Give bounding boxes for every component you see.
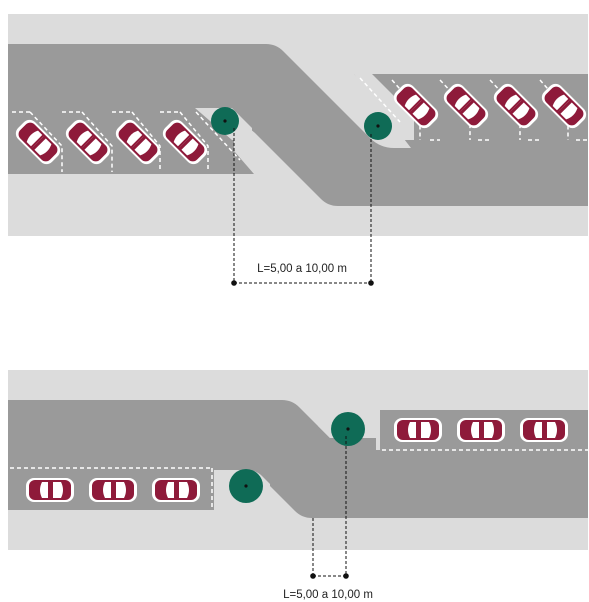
dimension-label-1: L=5,00 a 10,00 m [257, 263, 347, 275]
dimension-endpoint [368, 280, 374, 286]
diagram-angled-parking: L=5,00 a 10,00 m [8, 14, 589, 286]
tree-icon [229, 469, 263, 503]
car-icon [152, 478, 200, 502]
tree-icon [331, 412, 365, 446]
dimension-endpoint [310, 573, 316, 579]
parking-lines-left-1 [12, 111, 241, 172]
tree-icon [211, 107, 239, 135]
car-icon [457, 418, 505, 442]
car-icon [520, 418, 568, 442]
diagram-parallel-parking: L=5,00 a 10,00 m [8, 370, 588, 601]
dimension-label-bg [239, 259, 365, 277]
parking-lines-left-2 [10, 467, 213, 508]
dimension-endpoint [343, 573, 349, 579]
curb-extension-right-1 [354, 74, 414, 140]
dimension-lines-2 [312, 436, 347, 577]
car-icon [89, 478, 137, 502]
car-icon [394, 418, 442, 442]
dimension-endpoint [231, 280, 237, 286]
car-icon [26, 478, 74, 502]
tree-icon [364, 112, 392, 140]
dimension-label-2: L=5,00 a 10,00 m [283, 589, 373, 601]
dimension-lines-1 [233, 128, 372, 284]
